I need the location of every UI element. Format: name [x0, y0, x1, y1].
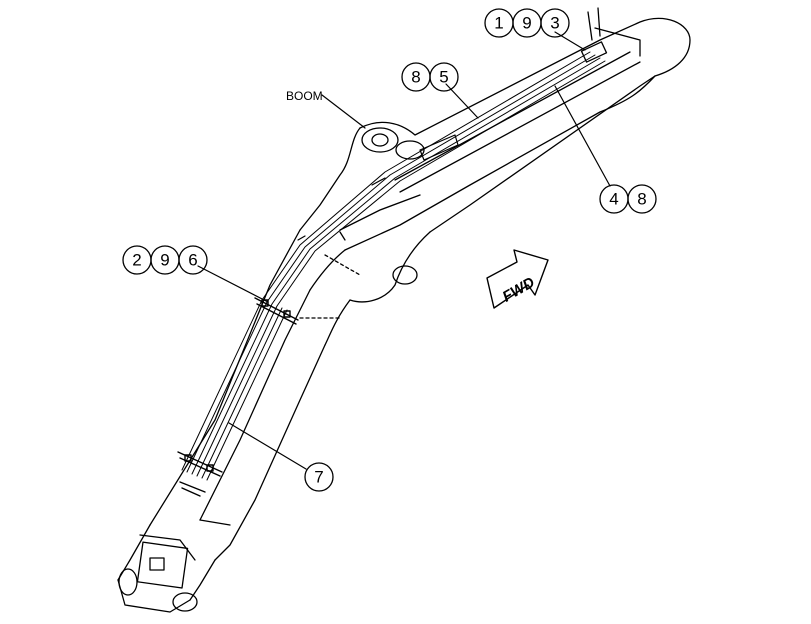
callout-4-8: 4 8	[599, 184, 657, 214]
callout-number: 4	[609, 190, 618, 209]
callout-number: 5	[439, 68, 448, 87]
callout-2-9-6: 2 9 6	[122, 245, 208, 275]
callout-number: 8	[411, 68, 420, 87]
callout-bubble	[540, 8, 570, 38]
callout-7: 7	[304, 462, 334, 492]
callout-number: 1	[494, 14, 503, 33]
callout-number: 9	[160, 251, 169, 270]
callout-bubble	[304, 462, 334, 492]
callout-number: 9	[522, 14, 531, 33]
forward-arrow-icon	[486, 249, 549, 309]
lower-clamp	[177, 451, 223, 497]
forward-arrow: FWD	[486, 249, 549, 309]
callout-bubble	[429, 62, 459, 92]
callout-number: 6	[188, 251, 197, 270]
callout-bubble	[178, 245, 208, 275]
mid-fittings	[297, 134, 459, 241]
callout-number: 3	[550, 14, 559, 33]
callout-bubble	[627, 184, 657, 214]
forward-arrow-label: FWD	[500, 274, 538, 306]
top-fittings	[580, 7, 641, 63]
hydraulic-lines	[181, 51, 606, 481]
callout-number: 7	[314, 468, 323, 487]
callout-1-9-3: 1 9 3	[484, 8, 570, 38]
boom-label: BOOM	[286, 89, 323, 103]
callout-number: 8	[637, 190, 646, 209]
callout-8-5: 8 5	[401, 62, 459, 92]
upper-clamp	[254, 297, 299, 325]
boom-structure	[117, 17, 691, 613]
callout-number: 2	[132, 251, 141, 270]
leader-lines	[197, 31, 611, 470]
